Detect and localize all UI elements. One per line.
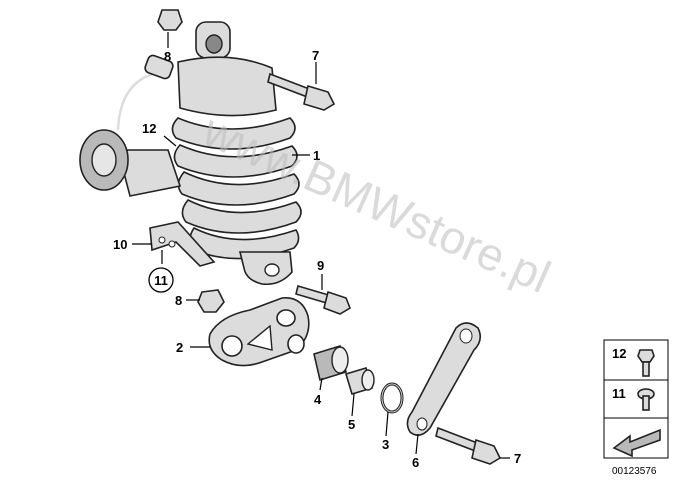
callout-10: 10 [113, 237, 127, 252]
callout-11-circle [148, 267, 174, 293]
callout-2: 2 [176, 340, 183, 355]
rocker-2 [208, 297, 310, 367]
bolt-7-top [267, 72, 336, 111]
reference-number: 00123576 [612, 466, 657, 477]
callout-1: 1 [313, 148, 320, 163]
nut-8-top [157, 9, 183, 31]
leader-lines [132, 32, 510, 459]
sleeve-5 [345, 367, 375, 395]
preload-adjuster-knob [79, 129, 182, 197]
torx-bolt-icon [637, 388, 655, 411]
shock-absorber [79, 21, 302, 286]
callout-3: 3 [382, 437, 389, 452]
nut-8-lower [197, 289, 225, 313]
callout-9: 9 [317, 258, 324, 273]
callout-5: 5 [348, 417, 355, 432]
bolt-9 [295, 284, 351, 315]
legend-label-12: 12 [612, 346, 626, 361]
callout-labels: 8 7 1 12 10 11 9 8 2 4 5 3 6 7 [113, 48, 521, 470]
seal-ring-3 [380, 382, 404, 414]
callout-12: 12 [142, 121, 156, 136]
hex-bolt-icon [637, 349, 655, 377]
link-rod-6 [406, 322, 482, 436]
legend-panel: 12 11 [603, 339, 669, 459]
bracket-10 [149, 221, 216, 267]
bearing-4 [313, 344, 349, 382]
callout-8-lower: 8 [175, 293, 182, 308]
coil-spring [171, 117, 302, 260]
callout-7-top: 7 [312, 48, 319, 63]
upper-spring-seat [177, 56, 277, 117]
legend-label-11: 11 [612, 386, 626, 401]
callout-11: 11 [154, 273, 168, 288]
direction-arrow-icon [612, 428, 661, 458]
bolt-7-lower [435, 426, 502, 465]
callout-8-top: 8 [164, 49, 171, 64]
callout-6: 6 [412, 455, 419, 470]
callout-4: 4 [314, 392, 322, 407]
callout-7-lower: 7 [514, 451, 521, 466]
